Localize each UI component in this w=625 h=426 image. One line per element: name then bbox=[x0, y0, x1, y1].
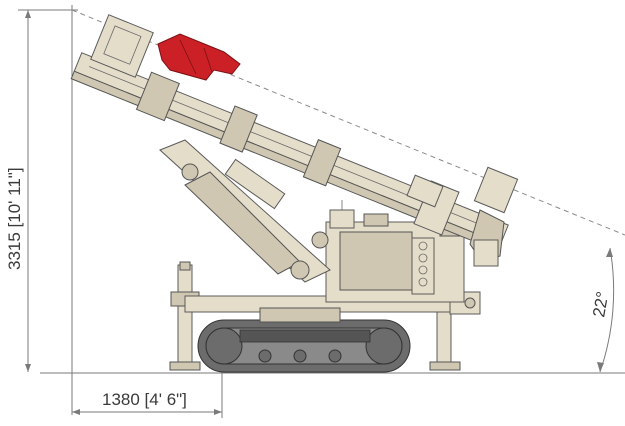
height-dimension-label: 3315 [10' 11"] bbox=[5, 167, 24, 270]
mast-foot bbox=[406, 166, 519, 267]
power-pack bbox=[325, 200, 465, 303]
boom-linkage bbox=[159, 139, 331, 283]
mast-top-frame bbox=[90, 14, 154, 78]
drilling-mast bbox=[70, 52, 509, 252]
width-dimension: 1380 [4' 6"] bbox=[72, 373, 223, 418]
height-dimension: 3315 [10' 11"] bbox=[5, 5, 78, 415]
angle-arc bbox=[599, 247, 615, 373]
crawler-track bbox=[197, 319, 411, 373]
mast-angle-dashed-line bbox=[71, 9, 625, 236]
drill-head bbox=[157, 33, 241, 81]
rear-outrigger bbox=[169, 261, 201, 371]
drilling-rig bbox=[70, 14, 519, 373]
angle-label: 22° bbox=[589, 290, 612, 319]
width-dimension-label: 1380 [4' 6"] bbox=[102, 390, 187, 409]
